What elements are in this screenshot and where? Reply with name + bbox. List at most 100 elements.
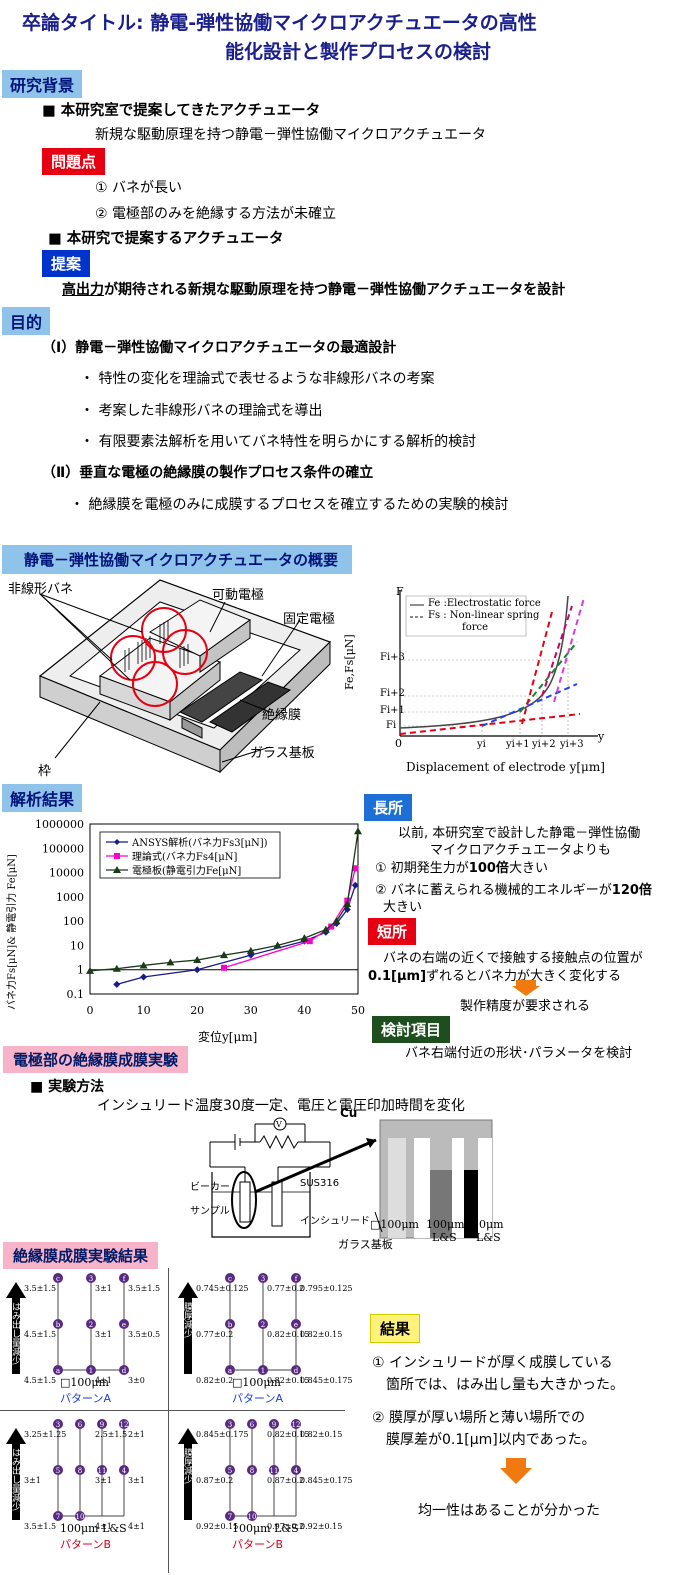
legend-label: ANSYS解析(バネ力Fs3[μN]) — [131, 836, 268, 849]
increase-arrow-icon — [6, 1428, 26, 1524]
measurement-point-label: f — [295, 1275, 299, 1283]
measurement-point — [258, 1365, 268, 1375]
measurement-value: 0.845±0.175 — [300, 1476, 353, 1485]
background-item-1-desc: 新規な駆動原理を持つ静電－弾性協働マイクロアクチュエータ — [95, 127, 487, 143]
panel-caption-pattern: パターンA — [60, 1392, 111, 1405]
measurement-point — [53, 1273, 63, 1283]
series-point — [351, 881, 359, 889]
series-point — [113, 980, 121, 988]
measurement-point — [75, 1465, 85, 1475]
measurement-value: 0.97±0.2 — [267, 1522, 305, 1531]
measurement-value: 0.77±0.2 — [267, 1284, 305, 1293]
measurement-value: 4±1 — [95, 1522, 112, 1531]
label-cu: Cu — [340, 1106, 358, 1120]
measurement-point — [119, 1273, 129, 1283]
measurement-value: 0.77±0.2 — [196, 1330, 234, 1339]
series-point — [306, 938, 313, 945]
force-xtick-3: yi+3 — [560, 739, 584, 750]
legend-label: 電極板(静電引力Fe[μN] — [132, 864, 241, 877]
measurement-point — [291, 1365, 301, 1375]
y-tick-label: 10 — [70, 939, 84, 952]
measurement-value: 0.82±0.15 — [267, 1430, 310, 1439]
section-analysis-heading: 解析結果 — [2, 784, 83, 812]
arrow-label: はみ出し量減少 — [10, 1302, 20, 1365]
force-y-axis-letter: F — [396, 585, 404, 598]
experiment-condition: インシュリード温度30度一定、電圧と電圧印加時間を変化 — [97, 1098, 465, 1114]
measurement-point — [269, 1419, 279, 1429]
force-ytick-3: Fi+3 — [380, 652, 405, 663]
measurement-point-label: 8 — [250, 1467, 254, 1475]
force-ytick-origin: 0 — [395, 737, 402, 750]
proposal-tag: 提案 — [42, 250, 91, 277]
section-background-heading: 研究背景 — [2, 70, 83, 98]
measurement-point — [119, 1419, 129, 1429]
title-line-2: 能化設計と製作プロセスの検討 — [225, 41, 492, 63]
measurement-point-label: 5 — [228, 1467, 232, 1475]
measurement-point-label: 1 — [89, 1367, 93, 1375]
result-2-line-2: 膜厚差が0.1[μm]以内であった。 — [386, 1432, 596, 1448]
measurement-point-label: c — [56, 1275, 60, 1283]
measurement-value: 0.87±0.2 — [196, 1476, 234, 1485]
measurement-point-label: 12 — [120, 1421, 129, 1429]
measurement-point — [75, 1511, 85, 1521]
series-point — [354, 827, 362, 835]
measurement-value: 2.5±1.5 — [95, 1430, 128, 1439]
label-glass-substrate-2: ガラス基板 — [338, 1238, 393, 1251]
x-tick-label: 10 — [137, 1004, 151, 1017]
proposal-rest: が期待される新規な駆動原理を持つ静電－弾性協働アクチュエータを設計 — [104, 282, 566, 298]
measurement-point-label: 10 — [248, 1513, 257, 1521]
y-tick-label: 0.1 — [67, 988, 85, 1001]
measurement-value: 3±1 — [24, 1476, 41, 1485]
arrow-label: 膜厚減少 — [182, 1448, 192, 1484]
legend-marker — [114, 839, 120, 845]
series-point — [220, 951, 228, 959]
measurement-point — [75, 1419, 85, 1429]
measurement-value: 3.5±1.5 — [128, 1284, 161, 1293]
purpose-1-bullet-1: ・ 特性の変化を理論式で表せるような非線形バネの考案 — [80, 371, 435, 387]
increase-arrow-icon — [6, 1282, 26, 1378]
y-tick-label: 1000000 — [35, 818, 84, 831]
x-tick-label: 30 — [244, 1004, 258, 1017]
measurement-point-label: c — [228, 1275, 232, 1283]
purpose-1-bullet-2: ・ 考案した非線形バネの理論式を導出 — [80, 403, 323, 419]
y-tick-label: 1000 — [56, 891, 84, 904]
title-line-1: 卒論タイトル: 静電-弾性協働マイクロアクチュエータの高性 — [22, 12, 537, 34]
measurement-value: 0.795±0.125 — [300, 1284, 353, 1293]
measurement-point — [53, 1465, 63, 1475]
label-movable-electrode: 可動電極 — [212, 588, 265, 603]
measurement-point — [225, 1273, 235, 1283]
measurement-value: 0.82±0.15 — [267, 1330, 310, 1339]
series-point — [193, 956, 202, 964]
series-point — [343, 900, 352, 908]
measurement-point-label: d — [122, 1367, 127, 1375]
advantage-2c: 大きい — [383, 900, 423, 915]
measurement-point-label: b — [228, 1321, 233, 1329]
advantage-2b: 120倍 — [611, 883, 652, 898]
label-beaker: ビーカー — [190, 1182, 230, 1193]
advantage-1c: 大きい — [508, 861, 548, 876]
measurement-point-label: e — [122, 1321, 126, 1329]
measurement-point — [269, 1465, 279, 1475]
panel-caption-size: □100μm — [60, 1376, 109, 1389]
measurement-point — [86, 1273, 96, 1283]
advantage-tag: 長所 — [364, 794, 413, 821]
advantage-2: ② バネに蓄えられる機械的エネルギーが120倍 — [375, 879, 652, 898]
result-tag: 結果 — [370, 1314, 421, 1343]
label-sus316: SUS316 — [300, 1178, 340, 1189]
measurement-point-label: 3 — [228, 1421, 232, 1429]
advantage-line-2: マイクロアクチュエータよりも — [430, 843, 611, 858]
series-point — [140, 973, 148, 981]
measurement-point-label: a — [56, 1367, 60, 1375]
advantage-1: ① 初期発生力が100倍大きい — [375, 857, 548, 876]
force-xtick-0: yi — [477, 739, 486, 750]
series-point — [352, 865, 359, 872]
label-frame: 枠 — [38, 764, 52, 779]
measurement-point — [247, 1419, 257, 1429]
shortcoming-result: 製作精度が要求される — [460, 999, 591, 1014]
measurement-point — [97, 1465, 107, 1475]
measurement-value: 0.92±0.15 — [300, 1522, 343, 1531]
panel-caption-size: □100μm — [232, 1376, 281, 1389]
